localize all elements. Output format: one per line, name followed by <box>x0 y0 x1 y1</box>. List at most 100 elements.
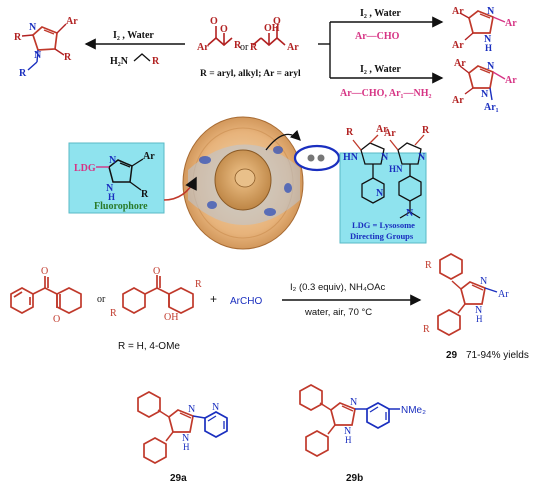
substituent-caption: R = H, 4-OMe <box>118 341 180 352</box>
hydroxy-o: O <box>273 16 281 27</box>
left-reagent-r: R <box>152 56 160 67</box>
ldg-molecule-aniline <box>389 134 425 219</box>
ldg-definition-line2: Directing Groups <box>350 231 414 241</box>
left-arrow-label: I₂ , Water <box>113 30 154 41</box>
lysosome-zoom <box>293 144 341 172</box>
benzoin-r-right: R <box>195 279 202 290</box>
right-bottom-n1: N <box>487 61 495 72</box>
product-29b-structure <box>299 384 400 457</box>
right-bottom-ar2: Ar <box>452 95 464 106</box>
ldg-hn2: HN <box>389 164 403 174</box>
product-29-yield: 71-94% yields <box>466 350 529 361</box>
product-29b-h: H <box>345 435 352 445</box>
lysosome-particle-2 <box>317 154 325 162</box>
right-top-nh: N <box>484 34 492 45</box>
fluorophore-ar: Ar <box>143 151 155 162</box>
benzoin-r-left: R <box>110 308 117 319</box>
right-bottom-product-ring <box>459 65 506 101</box>
hydroxy-oh: OH <box>264 23 280 34</box>
product-29b-nh: N <box>344 426 351 437</box>
product-29b-nme2: NMe₂ <box>401 405 426 416</box>
lysosome-particle-1 <box>307 154 315 162</box>
ldg-n2: N <box>418 152 426 163</box>
hydroxy-r: R <box>250 42 258 53</box>
left-product-r2: R <box>64 52 72 63</box>
arrow-to-lysosome <box>265 129 301 151</box>
right-bottom-ar1-sub: Ar₁ <box>484 102 499 113</box>
ldg-n1: N <box>381 152 389 163</box>
product-29a-h: H <box>183 442 190 452</box>
fluorophore-n: N <box>109 155 117 166</box>
product-29a-npy: N <box>212 402 219 413</box>
left-product-n2: N <box>34 50 42 61</box>
fluorophore-label: Fluorophore <box>94 201 148 212</box>
fluorophore-nh: N <box>106 183 114 194</box>
ldg-r2: R <box>422 125 430 136</box>
cell-illustration <box>182 116 304 250</box>
ldg-r1: R <box>346 127 354 138</box>
ldg-nme: N <box>406 208 414 219</box>
product-29a-n: N <box>188 404 195 415</box>
right-top-reagent: Ar—CHO <box>355 31 400 42</box>
fluorophore-ldg: LDG <box>74 163 96 174</box>
product-29-label: 29 <box>446 350 458 361</box>
left-product-ring <box>21 23 67 71</box>
left-product-r3: R <box>19 68 27 79</box>
ldg-hn1: HN <box>343 152 359 163</box>
product-29-n: N <box>480 276 487 287</box>
left-product-n1: N <box>29 22 37 33</box>
product-29-h: H <box>476 314 483 324</box>
archo-reagent: ArCHO <box>230 296 262 307</box>
benzil-o2: O <box>53 314 60 325</box>
benzil-o1: O <box>41 266 48 277</box>
left-reagent-chain <box>133 53 151 62</box>
conditions-bottom: water, air, 70 °C <box>304 307 372 318</box>
bottom-scheme: O O or O OH R R + ArCHO I₂ (0.3 equiv), … <box>10 253 529 484</box>
ldg-definition-line1: LDG = Lysosome <box>352 220 415 230</box>
right-bottom-ar3: Ar <box>505 75 517 86</box>
product-29b-n: N <box>350 397 357 408</box>
center-caption: R = aryl, alkyl; Ar = aryl <box>200 69 301 79</box>
right-top-ar1: Ar <box>452 6 464 17</box>
diketone-r: R <box>234 40 242 51</box>
fluorophore-box <box>68 142 165 214</box>
benzoin-structure <box>122 275 194 314</box>
product-29-ar: Ar <box>498 289 509 300</box>
fluorophore-h: H <box>108 192 115 202</box>
conditions-top: I₂ (0.3 equiv), NH₄OAc <box>290 282 385 293</box>
middle-graphic: LDG Ar R N N H Fluorophore <box>68 116 430 250</box>
right-bottom-ar1: Ar <box>454 58 466 69</box>
fluorophore-r: R <box>141 189 149 200</box>
top-scheme: O O Ar R or OH O R Ar R = aryl, alkyl; A… <box>14 6 517 113</box>
product-29-r1: R <box>425 260 432 271</box>
diketone-o1: O <box>210 16 218 27</box>
right-top-n1: N <box>487 6 495 17</box>
product-29-structure <box>437 253 498 336</box>
benzoin-o: O <box>153 266 160 277</box>
product-29a-nh: N <box>182 433 189 444</box>
ldg-ar2: Ar <box>384 128 396 139</box>
benzil-structure <box>10 276 82 314</box>
diketone-o2: O <box>220 24 228 35</box>
right-top-ar3: Ar <box>505 18 517 29</box>
left-product-r1: R <box>14 32 22 43</box>
or-text-top: or <box>240 42 249 53</box>
or-text-bottom: or <box>97 294 106 305</box>
product-29-r2: R <box>423 324 430 335</box>
hydroxy-ar: Ar <box>287 42 299 53</box>
right-bottom-reagent: Ar—CHO, Ar₁—NH₂ <box>340 88 432 99</box>
product-29a-structure <box>137 391 228 464</box>
product-29a-label: 29a <box>170 473 187 484</box>
arrow-into-cell <box>163 176 197 201</box>
diketone-center <box>207 26 286 47</box>
right-bottom-label: I₂ , Water <box>360 64 401 75</box>
ldg-molecule-pyridyl <box>352 134 385 204</box>
benzoin-oh: OH <box>164 312 178 323</box>
fluorophore-ring <box>96 158 144 191</box>
right-top-label: I₂ , Water <box>360 8 401 19</box>
diketone-ar: Ar <box>197 42 209 53</box>
plus-sign: + <box>210 292 217 306</box>
product-29b-label: 29b <box>346 473 363 484</box>
right-top-ar2: Ar <box>452 40 464 51</box>
